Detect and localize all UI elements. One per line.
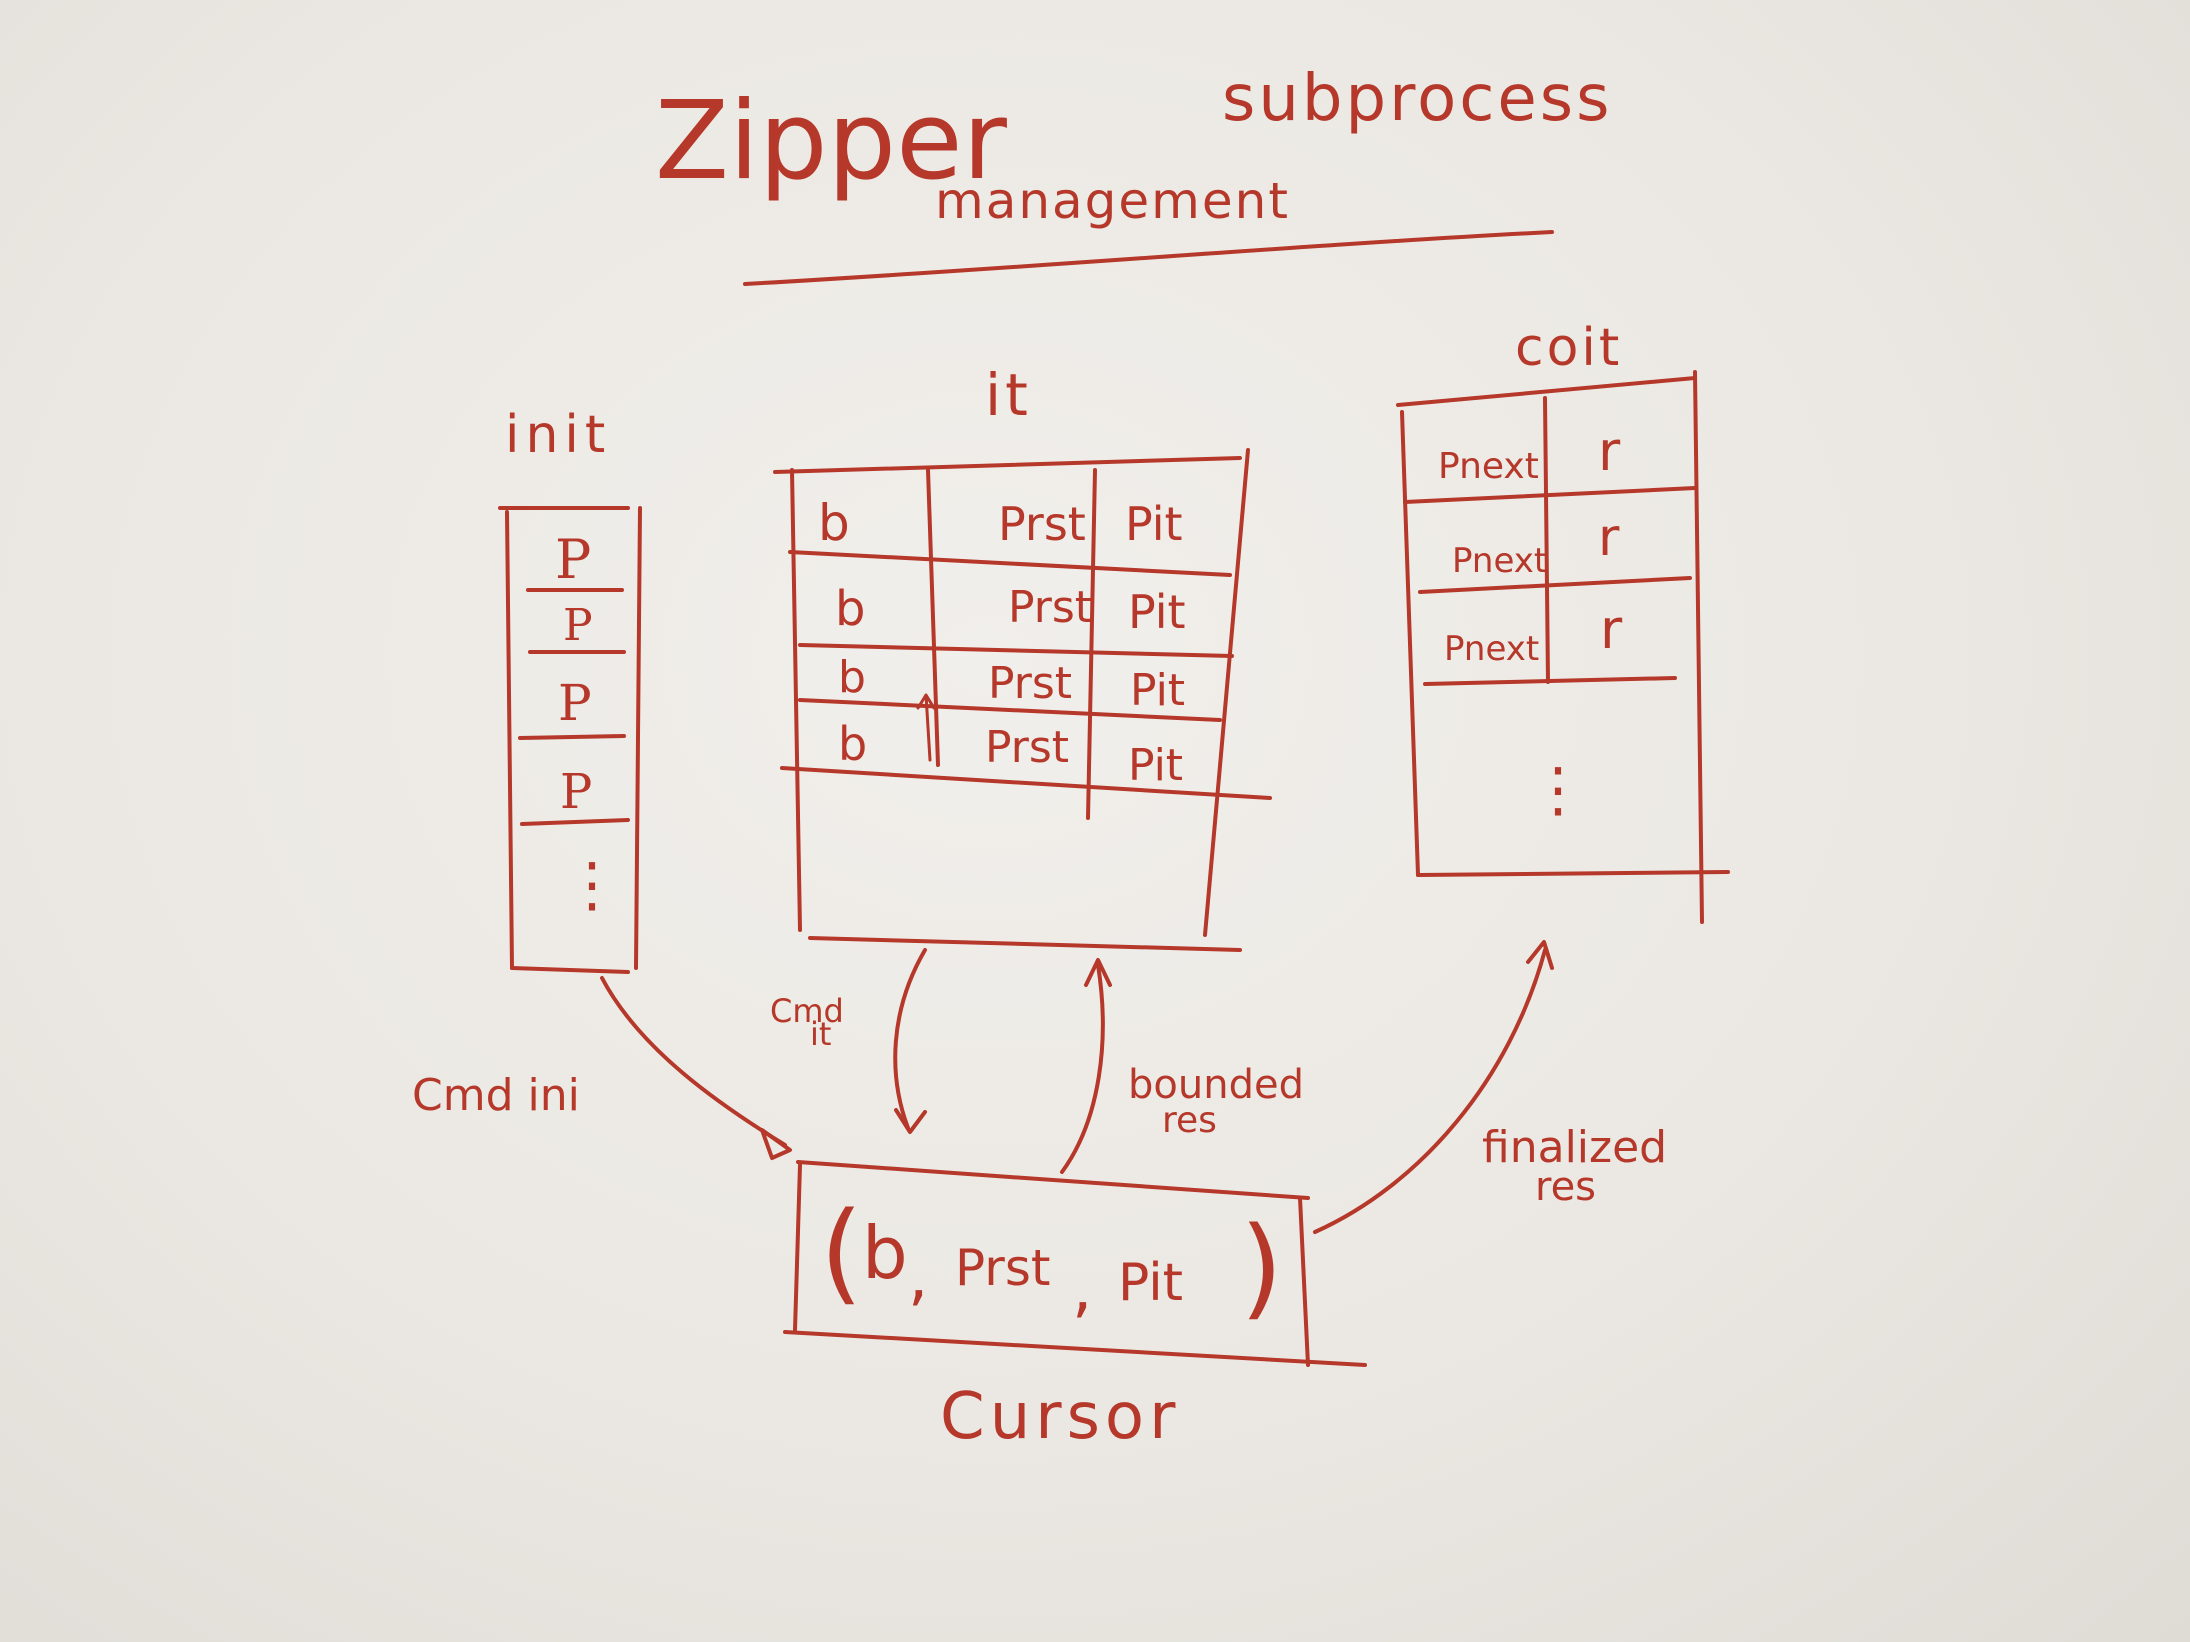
coit-left-edge [1400, 410, 1420, 877]
coit-table: coit Pnext r Pnext r Pnext r ⋮ [1396, 318, 1730, 924]
arrow-head [760, 1128, 792, 1160]
it-cell-pit: Pit [1128, 585, 1186, 639]
it-right-edge [1203, 448, 1250, 937]
cursor-sep: , [1072, 1252, 1092, 1326]
coit-bottom-edge [1416, 870, 1730, 877]
init-ellipsis: ⋮ [562, 850, 622, 920]
title-main: Zipper [655, 79, 1008, 204]
cursor-right-edge [1298, 1196, 1310, 1367]
arrow-label-finalized: res [1535, 1164, 1596, 1210]
init-label: init [505, 405, 611, 465]
it-col-divider-2 [1086, 468, 1097, 820]
title-underline [743, 230, 1554, 286]
it-cell-b: b [835, 581, 865, 637]
title-block: Zipper subprocess management [655, 62, 1612, 286]
it-cell-prst: Prst [998, 497, 1086, 551]
init-cell: P [555, 528, 591, 591]
it-cell-b: b [818, 494, 850, 552]
it-row-divider [780, 766, 1272, 800]
coit-row-divider [1423, 676, 1677, 686]
it-col-divider-1 [926, 468, 940, 767]
it-top-edge [773, 456, 1242, 474]
coit-col-divider [1543, 396, 1550, 684]
cursor-tuple-pit: Pit [1118, 1253, 1183, 1313]
it-left-edge [790, 468, 802, 932]
arrow-cursor-to-coit [1313, 948, 1547, 1234]
arrow-it-to-cursor [893, 948, 927, 1130]
coit-cell-r: r [1598, 420, 1621, 483]
init-table: init P P P P ⋮ [498, 405, 642, 974]
it-cell-b: b [838, 717, 867, 771]
coit-top-edge [1396, 376, 1697, 407]
cursor-top-edge [796, 1160, 1310, 1200]
init-row-divider [518, 734, 626, 740]
arrows: Cmd ini Cmd it bounded res finalized res [412, 940, 1667, 1234]
arrow-label-finalized: finalized [1482, 1122, 1667, 1173]
it-row-divider [788, 550, 1232, 577]
cursor-tuple-b: b [862, 1211, 908, 1295]
coit-cell-p: Pnext [1452, 541, 1547, 581]
it-cell-pit: Pit [1128, 740, 1183, 791]
init-row-divider [520, 818, 630, 826]
init-left-edge [505, 510, 514, 970]
cursor-box: ( b , Prst , Pit ) Cursor [783, 1160, 1367, 1454]
cursor-sep: , [908, 1240, 928, 1314]
arrow-label-cmd-it: Cmd [770, 992, 844, 1030]
cursor-tuple-prst: Prst [955, 1239, 1050, 1297]
coit-cell-r: r [1598, 508, 1620, 568]
coit-cell-p: Pnext [1438, 446, 1539, 487]
it-cell-pit: Pit [1130, 665, 1185, 716]
it-label: it [985, 361, 1032, 429]
it-cell-b: b [838, 652, 866, 703]
coit-row-divider [1403, 486, 1697, 504]
cursor-label: Cursor [940, 1380, 1180, 1454]
init-bottom-edge [510, 966, 630, 974]
it-row-divider [798, 643, 1234, 658]
init-right-edge [634, 506, 642, 970]
init-cell: P [558, 674, 592, 732]
title-line2: management [935, 172, 1290, 230]
arrow-head [1526, 940, 1554, 970]
coit-cell-r: r [1600, 598, 1623, 661]
cursor-bottom-edge [783, 1330, 1367, 1367]
it-cell-prst: Prst [985, 722, 1069, 773]
cursor-left-edge [793, 1163, 802, 1332]
init-cell: P [560, 764, 592, 820]
it-table: it b Prst Pit b Prst Pit b Prst Pit b Pr… [773, 361, 1272, 952]
cursor-paren-open: ( [820, 1188, 863, 1316]
coit-ellipsis: ⋮ [1528, 755, 1588, 825]
coit-cell-p: Pnext [1444, 629, 1539, 669]
it-cell-prst: Prst [988, 658, 1072, 709]
arrow-label-cmd-it: it [810, 1015, 831, 1053]
init-cell: P [563, 600, 593, 651]
arrow-label-bounded: res [1162, 1100, 1217, 1141]
it-bottom-edge [808, 936, 1242, 952]
cursor-paren-close: ) [1240, 1203, 1283, 1331]
arrow-label-bounded: bounded [1128, 1062, 1304, 1108]
it-cell-pit: Pit [1125, 497, 1183, 551]
arrow-head [1084, 958, 1112, 987]
arrow-cursor-to-it [1060, 963, 1105, 1174]
arrow-init-to-cursor [600, 976, 787, 1147]
arrow-label-cmd-ini: Cmd ini [412, 1070, 580, 1121]
arrow-head [894, 1108, 927, 1134]
coit-row-divider [1418, 576, 1692, 594]
title-sub: subprocess [1222, 62, 1612, 136]
coit-label: coit [1515, 318, 1622, 378]
it-pointer-arrow [916, 693, 936, 762]
it-row-divider [798, 698, 1222, 722]
coit-right-edge [1693, 370, 1704, 924]
it-cell-prst: Prst [1008, 582, 1092, 633]
